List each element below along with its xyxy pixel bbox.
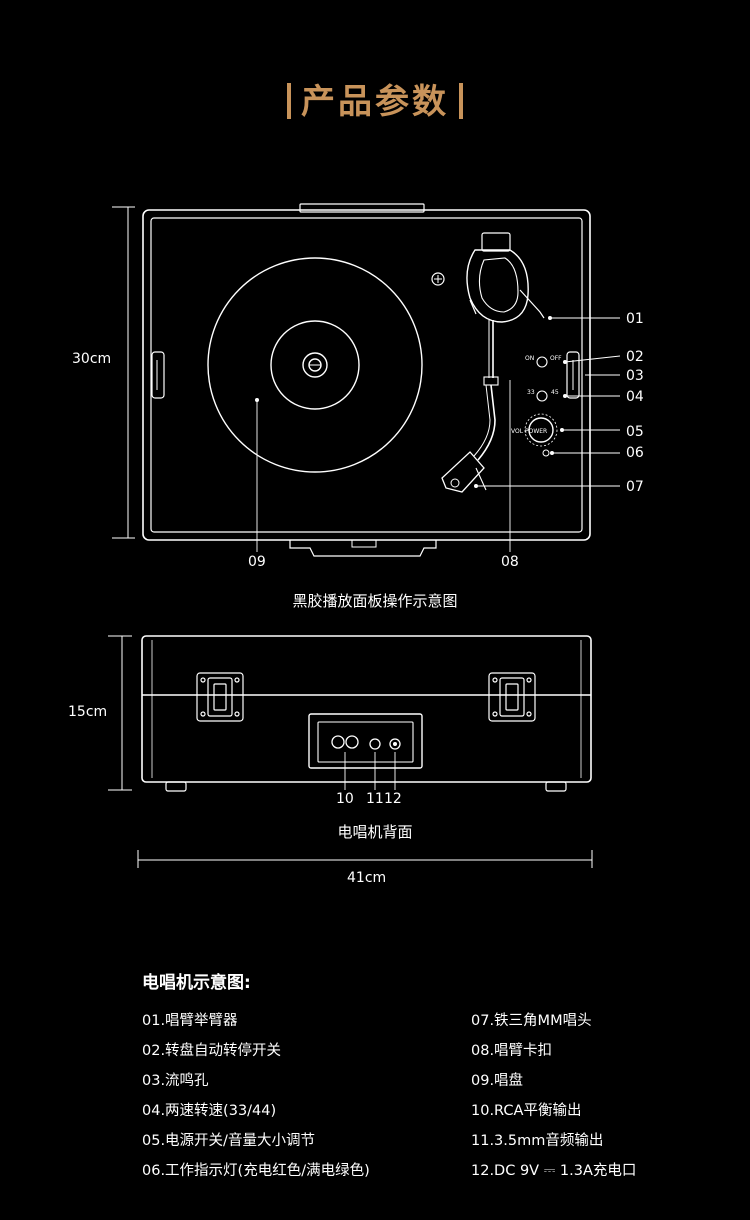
legend-item: 08.唱臂卡扣 [471, 1043, 553, 1059]
rca-right-port [345, 735, 359, 749]
legend-item: 12.DC 9V ⎓ 1.3A充电口 [471, 1163, 637, 1179]
panel-vol-text: VOL POWER [511, 428, 547, 435]
height-30-label: 30cm [72, 351, 111, 367]
legend-item: 11.3.5mm音频输出 [471, 1133, 604, 1149]
rca-left-port [331, 735, 345, 749]
legend-item: 01.唱臂举臂器 [142, 1013, 238, 1029]
label-07: 07 [626, 479, 644, 495]
legend-item: 05.电源开关/音量大小调节 [142, 1133, 315, 1149]
label-12: 12 [384, 791, 402, 807]
back-view: 15cm 10 11 12 41cm [68, 635, 593, 886]
height-15-label: 15cm [68, 704, 107, 720]
panel-33-text: 33 [527, 389, 535, 396]
back-view-caption: 电唱机背面 [337, 823, 413, 841]
label-01: 01 [626, 311, 644, 327]
label-11: 11 [366, 791, 384, 807]
label-04: 04 [626, 389, 644, 405]
panel-45-text: 45 [551, 389, 559, 396]
aux-port [369, 738, 381, 750]
width-41-label: 41cm [347, 870, 386, 886]
legend-item: 09.唱盘 [471, 1073, 524, 1089]
label-02: 02 [626, 349, 644, 365]
legend-item: 03.流鸣孔 [142, 1073, 209, 1089]
legend-left-column: 01.唱臂举臂器 02.转盘自动转停开关 03.流鸣孔 04.两速转速(33/4… [142, 1010, 370, 1190]
legend-item: 10.RCA平衡输出 [471, 1103, 582, 1119]
label-09: 09 [248, 554, 266, 570]
diagram: ON OFF 33 45 VOL POWER 30cm 01 02 03 04 … [68, 203, 644, 886]
legend-item: 04.两速转速(33/44) [142, 1103, 277, 1119]
legend-title: 电唱机示意图: [142, 973, 251, 993]
legend-item: 07.铁三角MM唱头 [471, 1013, 592, 1029]
dc-port [389, 738, 401, 750]
panel-on-text: ON [525, 355, 534, 362]
label-08: 08 [501, 554, 519, 570]
record-label [270, 320, 360, 410]
label-06: 06 [626, 445, 644, 461]
panel-off-text: OFF [550, 355, 562, 362]
legend-right-column: 07.铁三角MM唱头 08.唱臂卡扣 09.唱盘 10.RCA平衡输出 11.3… [471, 1010, 636, 1190]
label-03: 03 [626, 368, 644, 384]
front-view: ON OFF 33 45 VOL POWER 30cm 01 02 03 04 … [72, 203, 644, 570]
label-10: 10 [336, 791, 354, 807]
label-05: 05 [626, 424, 644, 440]
legend-item: 06.工作指示灯(充电红色/满电绿色) [142, 1163, 370, 1179]
legend-item: 02.转盘自动转停开关 [142, 1043, 282, 1059]
page-title: 产品参数 [0, 74, 750, 123]
front-view-caption: 黑胶播放面板操作示意图 [292, 592, 458, 610]
platter-outer [207, 257, 423, 473]
